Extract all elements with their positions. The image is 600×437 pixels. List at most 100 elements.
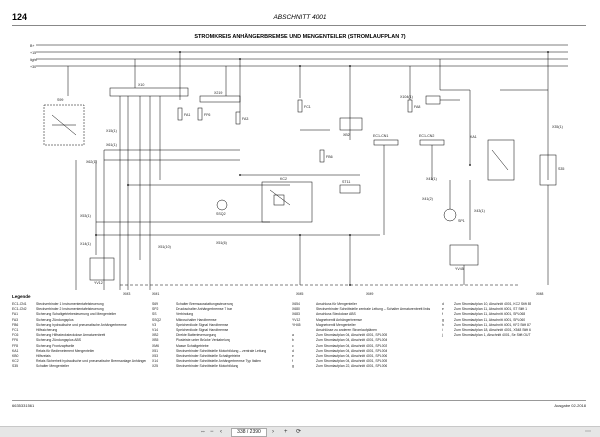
legend-row: X53 Steckverbinder Schnittstelle Schaltge…	[152, 354, 292, 359]
rail-b-plus: B+	[30, 44, 35, 48]
label-xm3: XM3	[123, 292, 130, 296]
legend-description: Relais für Bedienelement Mengenteiler	[36, 348, 95, 353]
legend-description: Steckverbinder Schnittstelle Motorbildun…	[176, 364, 239, 369]
fit-width-icon[interactable]: ⇔	[200, 429, 206, 435]
legend-description: Zum Stromlaufplan 04, Abschnitt 4001, SP…	[316, 359, 388, 364]
legend-code: KC2	[12, 359, 19, 364]
label-fc1: FC1	[304, 105, 311, 109]
legend-code: X680	[292, 307, 300, 312]
label-xm1: XM1	[152, 292, 159, 296]
legend-row: e Zum Stromlaufplan 11, Abschnitt 4001, S…	[442, 307, 588, 312]
legend-description: Zum Stromlaufplan 04, Abschnitt 4001, SP…	[316, 338, 388, 343]
label-x104-1: X104(1)	[400, 95, 413, 99]
legend-description: Speicherdiode Signal Handbremse	[176, 322, 229, 327]
legend-description: Schalter Mengenteiler	[36, 364, 69, 369]
label-x61-1: X61(1)	[106, 143, 117, 147]
legend-description: Zum Stromlaufplan 11, Abschnitt 4001, SP…	[454, 312, 526, 317]
label-xm5: XM5	[296, 292, 303, 296]
zoom-in-icon[interactable]: +	[284, 429, 288, 435]
rail-30: +30	[30, 65, 36, 69]
legend-description: Anschluss für Mengenteiler	[316, 302, 357, 306]
legend-description: Sicherung Schaltgetriebesteuerung und Me…	[36, 312, 117, 317]
legend-code: FC1	[12, 328, 19, 333]
legend-code: YH45	[292, 322, 301, 327]
legend-code: S69	[152, 302, 159, 306]
legend-code: SSQ2	[152, 317, 162, 322]
document-page: 124 ABSCHNITT 4001 STROMKREIS ANHÄNGERBR…	[0, 0, 600, 426]
legend-description: Sicherung Zündungsplus ABS	[36, 338, 82, 343]
label-ff6: FF6	[204, 113, 210, 117]
rail-15: +15	[30, 51, 36, 55]
legend-code: EC1-CN1	[12, 302, 27, 306]
legend-description: Sicherung hydraulische und pneumatische …	[36, 322, 127, 327]
legend-code: b	[292, 338, 294, 343]
legend-description: Druckschalter Anhängerbremse 7 bar	[176, 307, 233, 312]
legend-description: Zum Stromlaufplan 04, Abschnitt 4001, SP…	[316, 343, 388, 348]
legend-row: X654 Anschluss für Mengenteiler	[292, 302, 442, 307]
rail-light: light	[30, 58, 37, 62]
legend-code: a	[292, 333, 294, 338]
legend-row: EC1-CN1 Steckverbinder 1 Instrumententafe…	[12, 302, 152, 307]
legend-description: Speicherdiode Signal Handbremse	[176, 328, 229, 333]
rotate-icon[interactable]: ⟳	[296, 429, 302, 435]
more-icon[interactable]: ⋯	[585, 429, 591, 435]
legend-description: Verbindung	[176, 312, 194, 317]
legend-description: Zum Stromlaufplan 04, Abschnitt 4001, SP…	[316, 333, 388, 338]
label-x51-10: X51(10)	[158, 245, 171, 249]
legend-description: Zum Stromlaufplan 18, Abschnitt 4001, X5…	[454, 328, 531, 333]
legend-code: EC1-CN2	[12, 307, 27, 312]
next-page-icon[interactable]: ›	[272, 429, 274, 435]
label-s99: S99	[57, 98, 63, 102]
legend-code: c	[292, 343, 294, 348]
legend-code: S35	[12, 364, 19, 369]
legend-description: Direkte Batterieversorgung	[176, 333, 217, 338]
edition: Ausgabe 02-2018	[554, 403, 586, 408]
legend-code: X53	[152, 354, 159, 359]
diagram-title: STROMKREIS ANHÄNGERBREMSE UND MENGENTEIL…	[194, 34, 406, 40]
legend-code: e	[442, 307, 444, 312]
legend-description: Anschlüsse zu anderen Stromlaufplänen	[316, 328, 377, 333]
header-rule	[12, 25, 586, 26]
legend-row: a Zum Stromlaufplan 04, Abschnitt 4001, S…	[292, 333, 442, 338]
label-kc2: KC2	[280, 177, 287, 181]
label-x62-1: X62(1)	[86, 160, 97, 164]
legend-code: SP2	[152, 307, 159, 312]
legend-code: d	[292, 348, 294, 353]
legend-code: SS	[152, 312, 157, 317]
wiring-diagram: B+ +15 light +30 S99 X10 X219 FA1 FF6 FA…	[30, 44, 568, 296]
legend-code: FC6	[12, 333, 19, 338]
legend-code: KB0	[12, 354, 19, 359]
section-title: ABSCHNITT 4001	[273, 14, 327, 21]
legend-code: X654	[292, 302, 300, 306]
legend-code: FB6	[12, 322, 19, 327]
legend-description: Hilfssicherung	[36, 328, 58, 333]
legend-description: Steckverbinder Schnittstelle Schaltgetri…	[176, 354, 241, 359]
legend-code: FA1	[12, 312, 19, 317]
legend-description: Zum Stromlaufplan 04, Abschnitt 4001, SP…	[316, 348, 388, 353]
legend-code: g	[442, 317, 444, 322]
legend-row: SS Verbindung	[152, 312, 292, 317]
document-id: 6635331561	[12, 403, 35, 408]
zoom-out-icon[interactable]: −	[210, 429, 214, 435]
label-ec1cn1: EC1-CN1	[373, 134, 388, 138]
label-ssq2: SSQ2	[216, 212, 226, 216]
label-x51-6: X51(6)	[216, 241, 227, 245]
label-x43-1: X43(1)	[474, 209, 485, 213]
legend-description: Zum Stromlaufplan 11, Abschnitt 4001, ST…	[454, 307, 527, 312]
previous-page-icon[interactable]: ‹	[220, 429, 222, 435]
legend-description: Steckverbinder 1 Instrumententafelsteuer…	[36, 302, 104, 306]
label-x35-1: X35(1)	[552, 125, 563, 129]
legend-description: Masse Schaltgetriebe	[176, 343, 209, 348]
legend-row: FC1 Hilfssicherung	[12, 328, 152, 333]
label-xm8: XM8	[536, 292, 543, 296]
